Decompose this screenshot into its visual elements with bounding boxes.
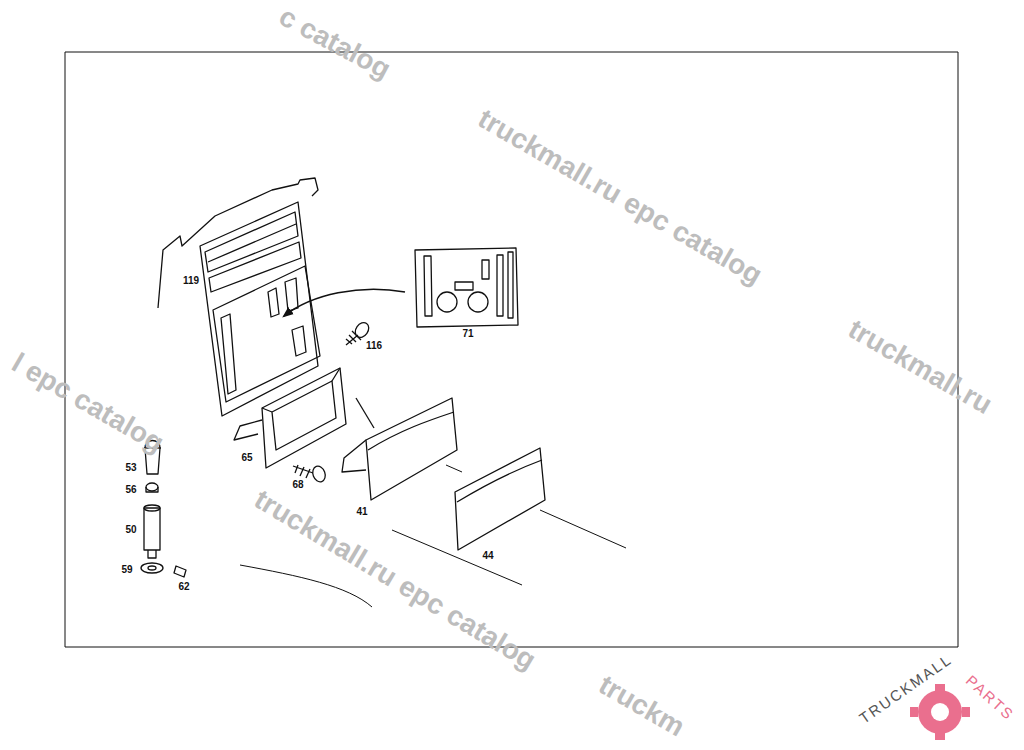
callout-number: 119 (182, 276, 200, 286)
drawer (455, 448, 545, 550)
callout-number: 116 (365, 341, 383, 351)
frame (65, 52, 958, 647)
arrow (284, 289, 405, 316)
watermark: truckm (595, 671, 690, 742)
callout-number: 68 (291, 480, 304, 490)
callout-number: 44 (481, 551, 494, 561)
callout-number: 56 (124, 485, 137, 495)
callout-number: 62 (177, 582, 190, 592)
callout-number: 53 (124, 463, 137, 473)
callout-number: 59 (120, 565, 133, 575)
console-panel (158, 178, 320, 416)
callout-number: 50 (124, 525, 137, 535)
watermark: truckmall.ru epc catalog (474, 104, 767, 289)
watermark: c catalog (275, 2, 395, 84)
cigarette-lighter (141, 441, 186, 578)
watermark: truckmall.ru epc catalog (250, 485, 541, 675)
logo-text: PARTS (963, 672, 1017, 722)
callout-number: 41 (355, 507, 368, 517)
drawer (342, 398, 457, 500)
switch-panel (415, 248, 518, 327)
watermark: truckmall.ru (844, 315, 997, 419)
watermark: l epc catalog (8, 348, 169, 457)
callout-number: 71 (461, 329, 474, 339)
callout-number: 65 (240, 453, 253, 463)
logo-gear (910, 684, 970, 740)
mounting-frame (234, 368, 346, 468)
